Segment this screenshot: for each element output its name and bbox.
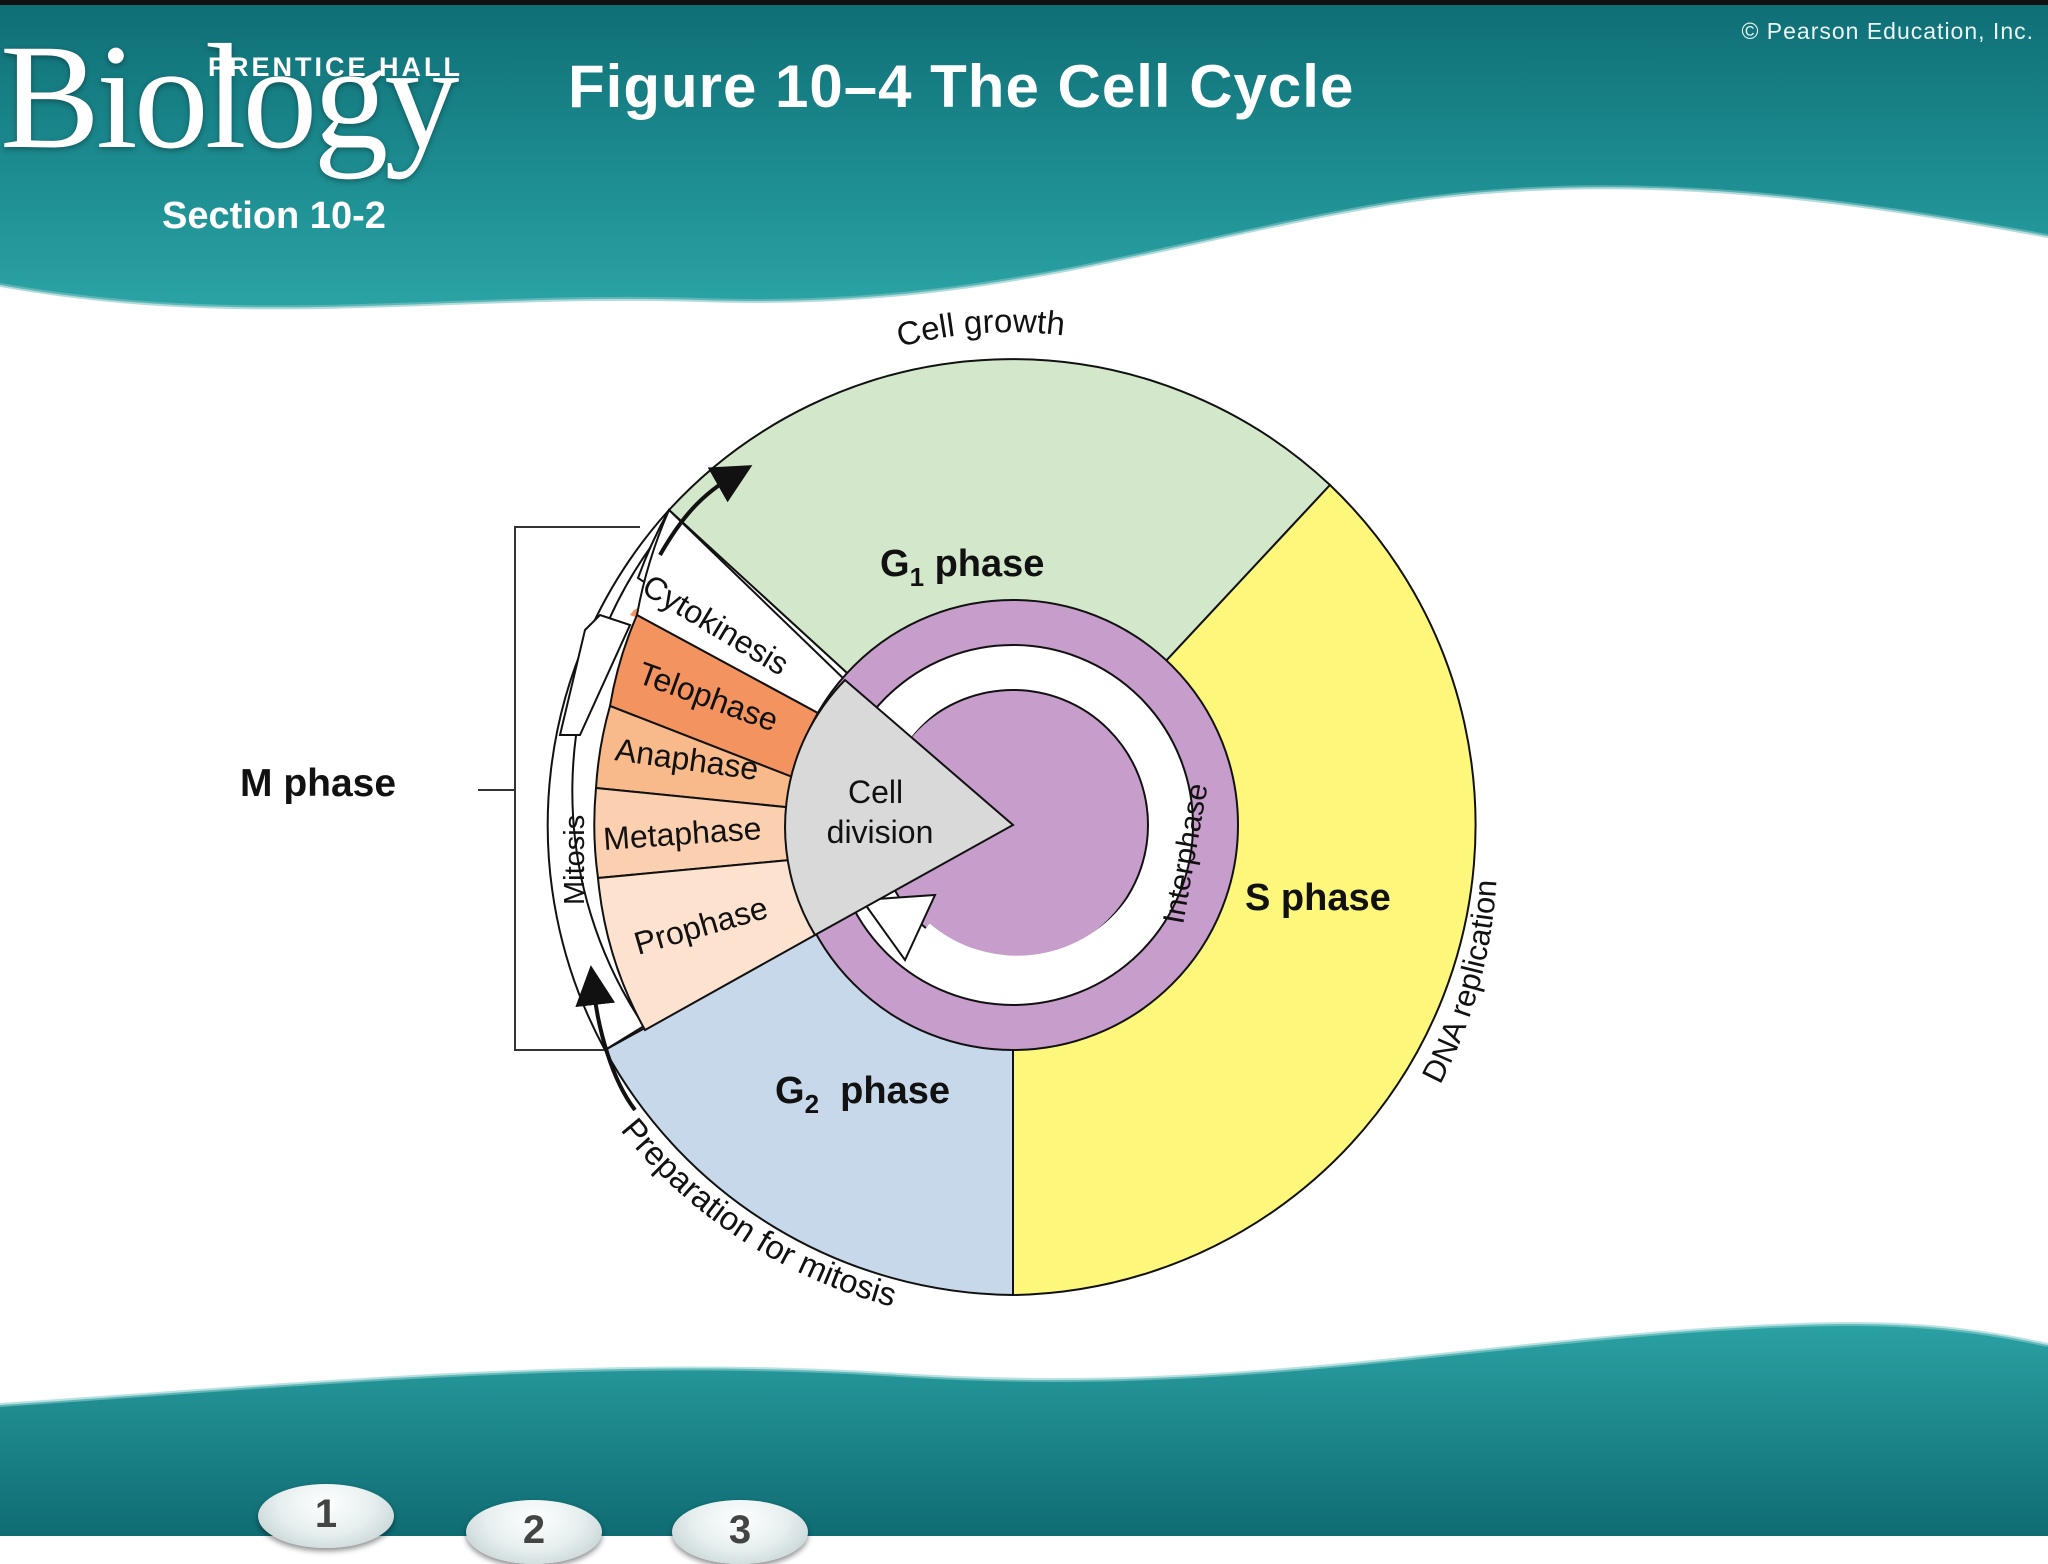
m-phase-bracket: [514, 526, 640, 1051]
mitosis-label: Mitosis: [559, 815, 591, 905]
biology-logo: Biology: [0, 14, 459, 180]
section-label: Section 10-2: [162, 195, 386, 237]
nav-button-3[interactable]: 3: [672, 1500, 808, 1564]
publisher-label: PRENTICE HALL: [208, 52, 463, 82]
prophase-band: [596, 858, 817, 1032]
cell-division-label: Cell division: [827, 774, 934, 850]
g2-to-m-arrow: [575, 965, 637, 1112]
copyright-notice: © Pearson Education, Inc.: [1741, 18, 2034, 44]
cell-division-wedge: [784, 678, 1015, 937]
g1-phase-sector: [667, 358, 1332, 827]
s-phase-sector: [1012, 483, 1477, 1297]
g1-phase-label: G1 phase: [880, 543, 1044, 592]
cytokinesis-arrow: [658, 465, 753, 556]
interphase-cycle-arrow: [866, 655, 1183, 986]
footer-band: [0, 1324, 2048, 1536]
g2-phase-label: G2 phase: [775, 1070, 950, 1119]
m-phase-label: M phase: [240, 762, 397, 805]
cell-growth-label: Cell growth: [893, 302, 1067, 354]
header-band: [0, 5, 2048, 308]
nav-button-2[interactable]: 2: [466, 1500, 602, 1564]
s-phase-label: S phase: [1245, 877, 1391, 919]
nav-button-1[interactable]: 1: [258, 1484, 394, 1548]
cytokinesis-band: [635, 508, 847, 715]
mitosis-bracket: [558, 613, 632, 736]
figure-title: Figure 10–4 The Cell Cycle: [568, 53, 1355, 120]
